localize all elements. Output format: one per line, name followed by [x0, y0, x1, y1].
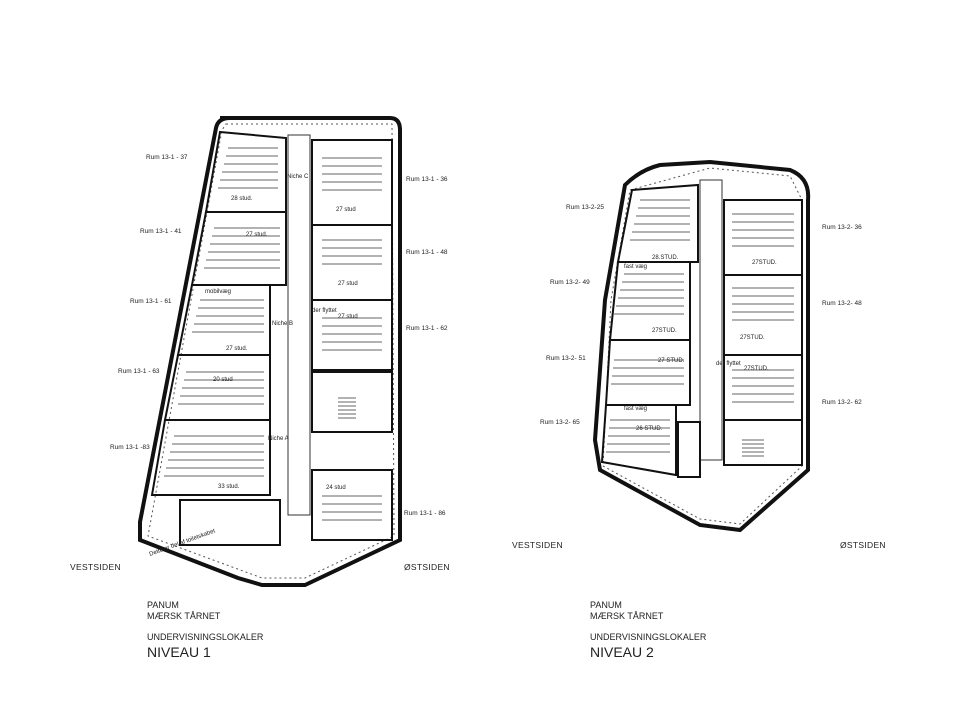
- capacity-label: 27 stud.: [246, 232, 268, 238]
- capacity-label: 27STUD.: [740, 335, 765, 341]
- room-label: Rum 13-1 - 41: [140, 228, 182, 235]
- room-label: Rum 13-2- 51: [546, 355, 586, 362]
- room-label: Rum 13-1 - 37: [146, 154, 188, 161]
- note-label: Niche A: [268, 436, 289, 442]
- capacity-label: 27 stud: [336, 207, 356, 213]
- room-13-2-25: [616, 183, 699, 263]
- room-label: Rum 13-2- 36: [822, 224, 862, 231]
- room-label: Rum 13-1 -83: [110, 444, 150, 451]
- capacity-label: 27STUD.: [652, 328, 677, 334]
- capacity-label: 20 stud: [213, 377, 233, 383]
- toilet-block-niveau-1: [179, 499, 281, 546]
- capacity-label: 33 stud.: [218, 484, 240, 490]
- capacity-label: 27 STUD.: [658, 358, 685, 364]
- room-13-1-86: [311, 469, 393, 541]
- room-13-1-83: [150, 419, 271, 496]
- caption-line-1: PANUM: [590, 600, 622, 610]
- caption-niveau-2: PANUM MÆRSK TÅRNET UNDERVISNINGSLOKALER …: [590, 600, 706, 661]
- capacity-label: 28 stud.: [231, 196, 253, 202]
- caption-line-1: PANUM: [147, 600, 179, 610]
- caption-niveau-1: PANUM MÆRSK TÅRNET UNDERVISNINGSLOKALER …: [147, 600, 263, 661]
- caption-title: NIVEAU 2: [590, 644, 654, 660]
- outer-wall-niveau-2: [592, 159, 811, 533]
- room-13-2-48: [723, 274, 803, 356]
- capacity-label: 27STUD.: [744, 366, 769, 372]
- note-label: Niche B: [272, 321, 293, 327]
- capacity-label: 28.STUD.: [652, 255, 679, 261]
- plan-niveau-1: [138, 116, 402, 587]
- corridor-niveau-2: [699, 179, 723, 461]
- room-13-1-63: [163, 354, 271, 421]
- side-label-east: ØSTSIDEN: [404, 562, 450, 572]
- caption-line-3: UNDERVISNINGSLOKALER: [147, 632, 264, 642]
- caption-title: NIVEAU 1: [147, 644, 211, 660]
- outer-wall-niveau-1: [138, 116, 402, 587]
- note-label: Dette er del af toiletskabet: [149, 528, 217, 558]
- room-label: Rum 13-1 - 61: [130, 298, 172, 305]
- note-label: Niche C: [287, 174, 309, 180]
- caption-line-3: UNDERVISNINGSLOKALER: [590, 632, 707, 642]
- corridor-niveau-1: [287, 134, 311, 516]
- side-label-west: VESTSIDEN: [512, 540, 563, 550]
- room-13-1-62: [311, 299, 393, 371]
- room-13-2-51: [604, 339, 691, 406]
- room-13-1-41: [190, 211, 287, 286]
- room-label: Rum 13-2- 65: [540, 419, 580, 426]
- capacity-label: 27 stud: [338, 281, 358, 287]
- caption-line-2: MÆRSK TÅRNET: [147, 611, 221, 621]
- note-label: der flyttet: [716, 361, 741, 367]
- room-label: Rum 13-1 - 63: [118, 368, 160, 375]
- stairs-niveau-2: [742, 439, 764, 457]
- capacity-label: 24 stud: [326, 485, 346, 491]
- capacity-label: 26 STUD.: [636, 426, 663, 432]
- room-label: Rum 13-2- 49: [550, 279, 590, 286]
- plan-niveau-2: [592, 159, 811, 533]
- note-label: der flyttet: [312, 308, 337, 314]
- caption-line-2: MÆRSK TÅRNET: [590, 611, 664, 621]
- room-label: Rum 13-2- 48: [822, 300, 862, 307]
- room-label: Rum 13-2-25: [566, 204, 604, 211]
- side-label-west: VESTSIDEN: [70, 562, 121, 572]
- room-label: Rum 13-1 - 48: [406, 249, 448, 256]
- room-label: Rum 13-2- 62: [822, 399, 862, 406]
- room-label: Rum 13-1 - 62: [406, 325, 448, 332]
- note-label: mobilvæg: [205, 289, 231, 295]
- toilet-block-niveau-2: [677, 421, 701, 478]
- note-label: fast væg: [624, 406, 647, 412]
- desk-rows-niveau-1: [164, 147, 382, 521]
- capacity-label: 27STUD.: [752, 260, 777, 266]
- capacity-label: 27 stud: [338, 314, 358, 320]
- desk-rows-niveau-2: [606, 199, 794, 453]
- room-label: Rum 13-1 - 36: [406, 176, 448, 183]
- stair-core-niveau-1: [311, 371, 393, 433]
- stairs-niveau-1: [338, 397, 356, 419]
- room-13-1-48: [311, 224, 393, 301]
- note-label: fast væg: [624, 264, 647, 270]
- capacity-label: 27 stud.: [226, 346, 248, 352]
- stair-core-niveau-2: [723, 419, 803, 466]
- room-13-2-65: [600, 404, 677, 477]
- side-label-east: ØSTSIDEN: [840, 540, 886, 550]
- room-label: Rum 13-1 - 86: [404, 510, 446, 517]
